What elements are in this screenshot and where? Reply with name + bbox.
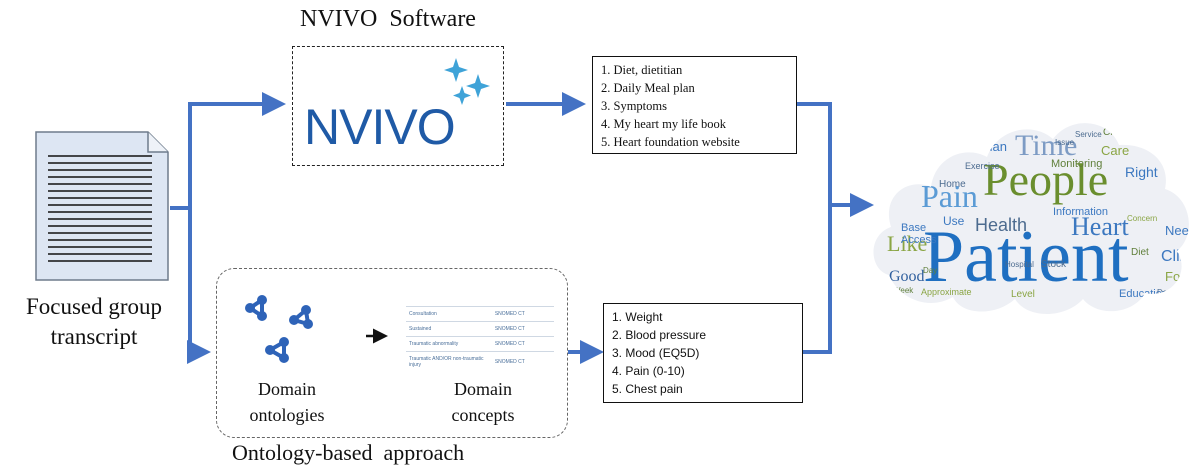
word-cloud-word: Patient [923,216,1129,298]
domain-concepts-line2: concepts [451,405,515,425]
word-cloud-word: Plan [981,139,1007,154]
ontology-approach-box [216,268,568,438]
list-item: 4. My heart my life book [601,117,726,131]
word-cloud-word: Device [1157,288,1182,297]
word-cloud-word: Level [1011,289,1035,300]
concept-term: Traumatic AND/OR non-traumatic injury [406,351,492,372]
list-item: 1. Weight [612,310,663,324]
list-item: 3. Symptoms [601,99,667,113]
concept-source: SNOMED CT [491,306,554,322]
list-item: 4. Pain (0-10) [612,364,685,378]
word-cloud-word: People [983,154,1108,205]
word-cloud-word: Chest pain [1103,127,1151,138]
word-cloud-word: Heart [1071,212,1130,241]
nvivo-sparkle-icon [444,58,490,105]
list-item: 2. Daily Meal plan [601,81,695,95]
document-icon [35,131,169,281]
domain-concepts-label: Domain concepts [428,376,538,428]
ontology-results-box: 1. Weight 2. Blood pressure 3. Mood (EQ5… [603,303,803,403]
list-item: 3. Mood (EQ5D) [612,346,700,360]
word-cloud-word: Food [1165,269,1195,284]
word-cloud-word: Use [943,214,965,228]
word-cloud-word: Information [1053,206,1108,218]
word-cloud-word: Time [1015,129,1077,162]
list-item: 5. Chest pain [612,382,683,396]
arrow-to-ontology [187,208,211,364]
input-label: Focused group transcript [4,292,184,352]
concept-source: SNOMED CT [491,351,554,372]
arrow-to-nvivo [170,92,286,210]
concept-source: SNOMED CT [491,321,554,337]
word-cloud-word: Clinic [1161,248,1197,265]
concept-term: Consultation [406,306,492,322]
concept-term: Sustained [406,321,492,337]
word-cloud-word: Hospital [1005,260,1034,269]
table-row: Traumatic AND/OR non-traumatic injury SN… [406,351,554,372]
word-cloud-word: Like [887,231,927,256]
word-cloud-word: Week [893,286,914,295]
input-label-line1: Focused group [25,294,163,319]
word-cloud-word: Care [1101,143,1129,158]
word-cloud-word: Day [923,266,937,275]
word-cloud-word: Stock [1041,259,1067,270]
concept-source: SNOMED CT [491,336,554,352]
word-cloud-word: Service [1075,130,1102,139]
domain-ontologies-line2: ontologies [249,405,325,425]
word-cloud-word: Approximate [921,287,972,297]
ontology-title: Ontology-based approach [232,440,465,465]
list-item: 5. Heart foundation website [601,135,740,149]
word-cloud-word: Diet [1131,247,1149,258]
list-item: 2. Blood pressure [612,328,707,342]
domain-ontologies-label: Domain ontologies [232,376,342,428]
word-cloud-word: Concern [1127,214,1157,223]
word-cloud-word: Access [901,234,937,246]
connector-bottom [803,205,832,354]
nvivo-logo-box [292,46,504,166]
word-cloud-word: Base [901,222,926,234]
word-cloud-word: Home [939,179,966,190]
domain-ontologies-line1: Domain [258,379,316,399]
word-cloud-word: Good [889,268,925,285]
word-cloud-word: Health [975,215,1027,235]
word-cloud: Patient People Time Pain Heart Like Heal… [873,123,1197,315]
table-row: Sustained SNOMED CT [406,321,554,337]
table-row: Consultation SNOMED CT [406,306,554,322]
list-item: 1. Diet, dietitian [601,63,683,77]
nvivo-logo-text: NVIVO [304,99,456,155]
domain-concepts-line1: Domain [454,379,512,399]
word-cloud-word: Exercise [965,161,1000,171]
word-cloud-word: Issue [1055,138,1075,147]
domain-concepts-table: Consultation SNOMED CT Sustained SNOMED … [406,306,554,372]
molecule-icon [245,295,313,363]
input-label-line2: transcript [50,324,138,349]
connector-top [797,102,832,205]
nvivo-results-box: 1. Diet, dietitian 2. Daily Meal plan 3.… [592,56,797,154]
word-cloud-word: Right [1125,164,1158,180]
word-cloud-word: Need [1165,223,1196,238]
concept-term: Traumatic abnormality [406,336,492,352]
word-cloud-word: Monitoring [1051,158,1102,170]
nvivo-title: NVIVO Software [300,6,476,32]
table-row: Traumatic abnormality SNOMED CT [406,336,554,352]
